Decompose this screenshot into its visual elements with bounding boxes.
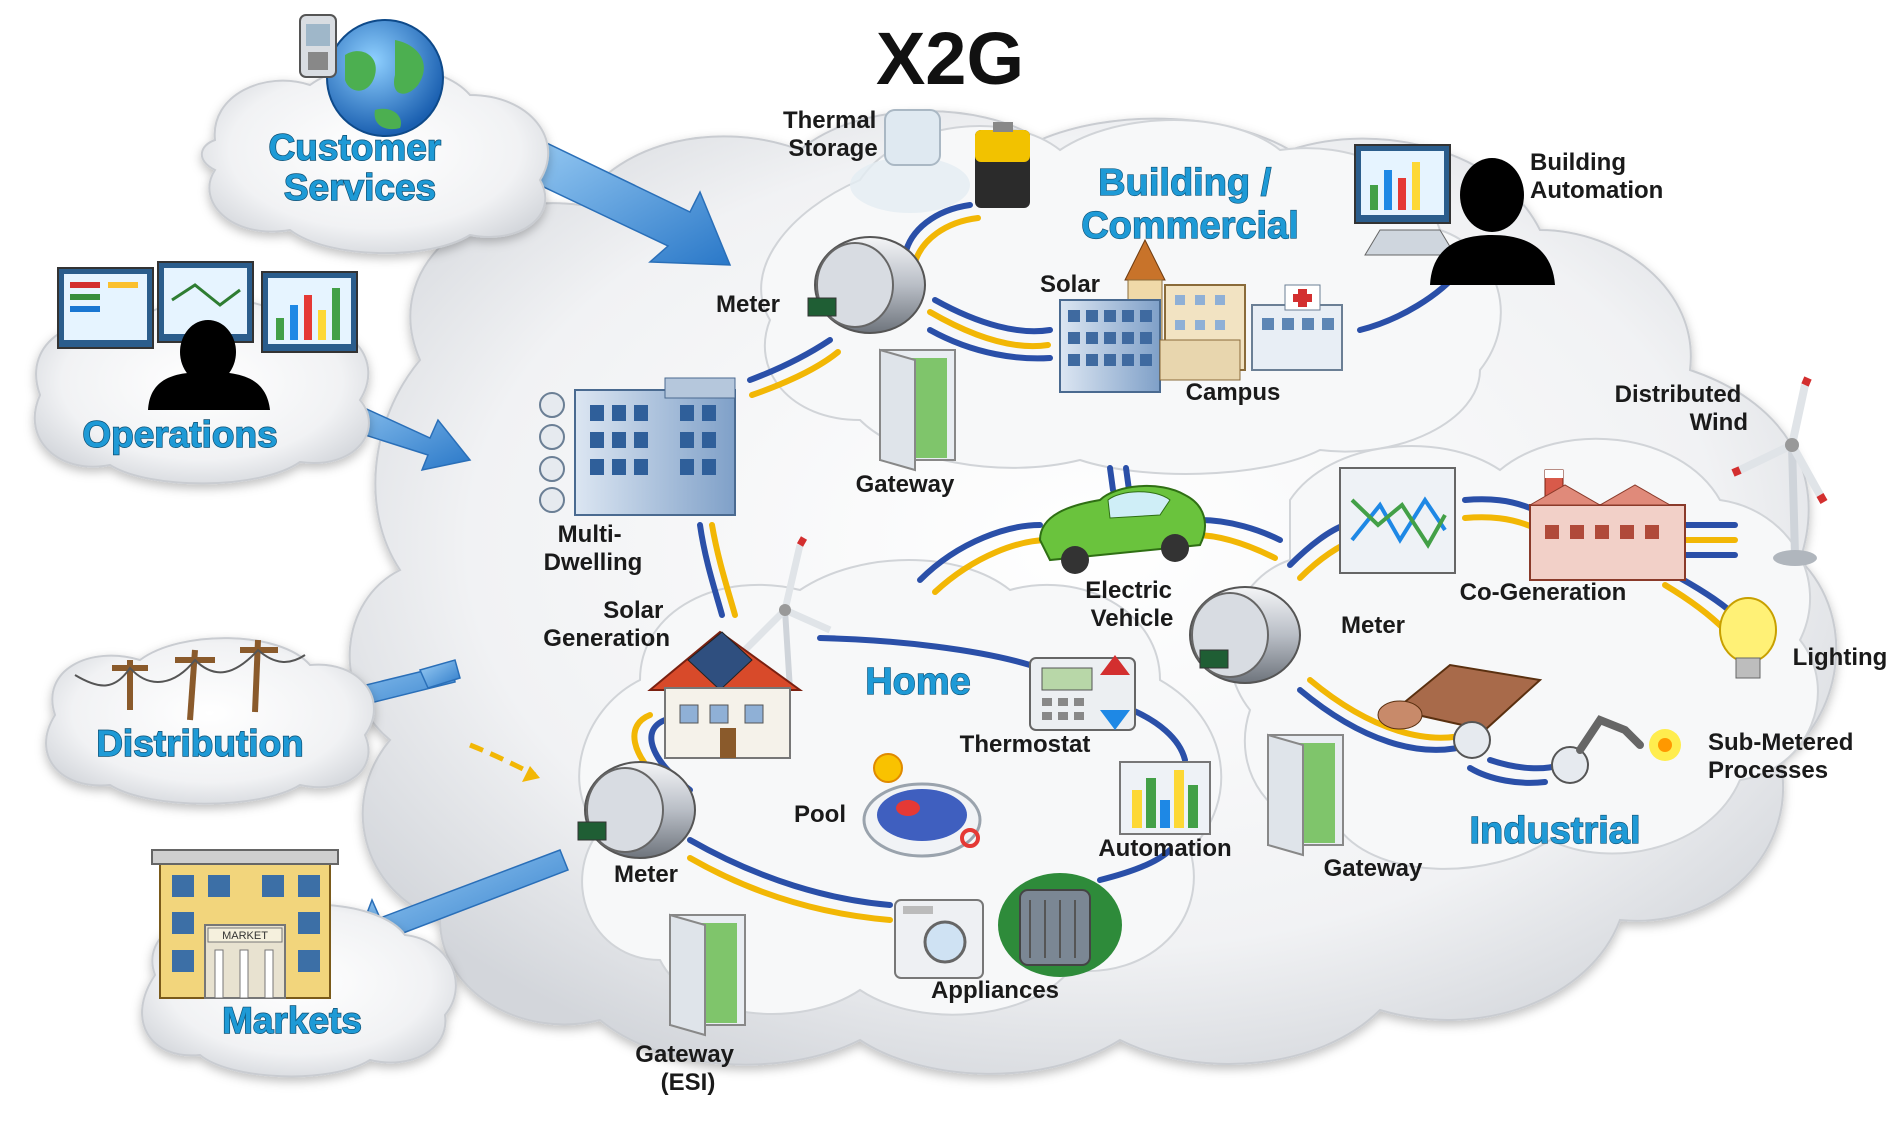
gateway-esi-icon xyxy=(669,913,746,1037)
operations-monitors-icon xyxy=(57,261,358,353)
market-sign-text: MARKET xyxy=(222,930,268,942)
gateway-building-label: Gateway xyxy=(856,471,955,498)
power-lines-icon xyxy=(74,639,306,721)
customer-services-cloud: Customer Services xyxy=(200,14,550,255)
operations-cloud: Operations xyxy=(33,261,370,485)
customer-services-label: Customer Services xyxy=(269,127,452,208)
solar-building-label: Solar xyxy=(1040,271,1100,298)
multi-dwelling-label: Multi- Dwelling xyxy=(544,521,643,576)
building-meter-icon xyxy=(807,236,926,334)
operations-label: Operations xyxy=(82,414,277,455)
pool-icon xyxy=(862,753,982,858)
building-automation-label: Building Automation xyxy=(1530,149,1663,204)
zone-building-label: Building / Commercial xyxy=(1081,162,1299,247)
gateway-building-icon xyxy=(879,348,956,472)
lighting-bulb-icon xyxy=(1719,597,1777,679)
home-house-icon xyxy=(647,630,804,759)
gateway-industrial-icon xyxy=(1267,733,1344,857)
home-meter-icon xyxy=(577,761,696,859)
arrow-customer-services xyxy=(504,134,732,266)
market-building-icon: MARKET xyxy=(151,849,339,999)
multi-dwelling-icon xyxy=(539,377,736,516)
connection-lines xyxy=(631,202,1743,923)
gateway-esi-label: Gateway (ESI) xyxy=(635,1041,740,1096)
meter-home-label: Meter xyxy=(614,861,678,888)
distributed-wind-turbine-icon xyxy=(1731,376,1828,566)
wind-turbine-home-icon xyxy=(742,536,832,691)
zone-home-label: Home xyxy=(865,661,971,703)
operator-silhouette-icon xyxy=(148,320,270,410)
thermostat-label: Thermostat xyxy=(960,731,1091,758)
thermal-storage-label: Thermal Storage xyxy=(783,107,883,162)
campus-buildings-icon xyxy=(1059,238,1343,393)
electric-vehicle-label: Electric Vehicle xyxy=(1085,577,1178,632)
sub-metered-processes-icon xyxy=(1377,663,1681,784)
gateway-industrial-label: Gateway xyxy=(1324,855,1423,882)
thermal-storage-icon xyxy=(850,109,1030,213)
industrial-monitor-chart-icon xyxy=(1339,467,1456,574)
co-generation-label: Co-Generation xyxy=(1460,579,1627,606)
industrial-meter-icon xyxy=(1189,586,1301,684)
markets-label: Markets xyxy=(222,1000,362,1041)
mobile-phone-icon xyxy=(299,14,337,78)
globe-icon xyxy=(326,19,444,137)
distribution-cloud: Distribution xyxy=(45,637,375,805)
appliances-icon xyxy=(894,873,1122,979)
building-automation-icon xyxy=(1354,144,1555,285)
automation-chart-icon xyxy=(1119,761,1211,835)
meter-building-label: Meter xyxy=(716,291,780,318)
meter-industrial-label: Meter xyxy=(1341,612,1405,639)
sub-metered-label: Sub-Metered Processes xyxy=(1708,729,1860,784)
thermostat-icon xyxy=(1029,655,1136,731)
page-title: X2G xyxy=(876,17,1024,100)
zone-industrial-label: Industrial xyxy=(1469,810,1640,852)
distribution-label: Distribution xyxy=(96,723,304,764)
pool-label: Pool xyxy=(794,801,846,828)
campus-label: Campus xyxy=(1186,379,1281,406)
solar-generation-label: Solar Generation xyxy=(543,597,670,652)
electric-vehicle-icon xyxy=(1038,484,1206,574)
appliances-label: Appliances xyxy=(931,977,1059,1004)
automation-label: Automation xyxy=(1098,835,1231,862)
markets-cloud: MARKET Markets xyxy=(141,849,457,1078)
lighting-label: Lighting xyxy=(1793,644,1888,671)
distributed-wind-label: Distributed Wind xyxy=(1615,381,1748,436)
co-generation-plant-icon xyxy=(1528,469,1686,581)
arrow-distribution-to-meter xyxy=(469,742,540,782)
